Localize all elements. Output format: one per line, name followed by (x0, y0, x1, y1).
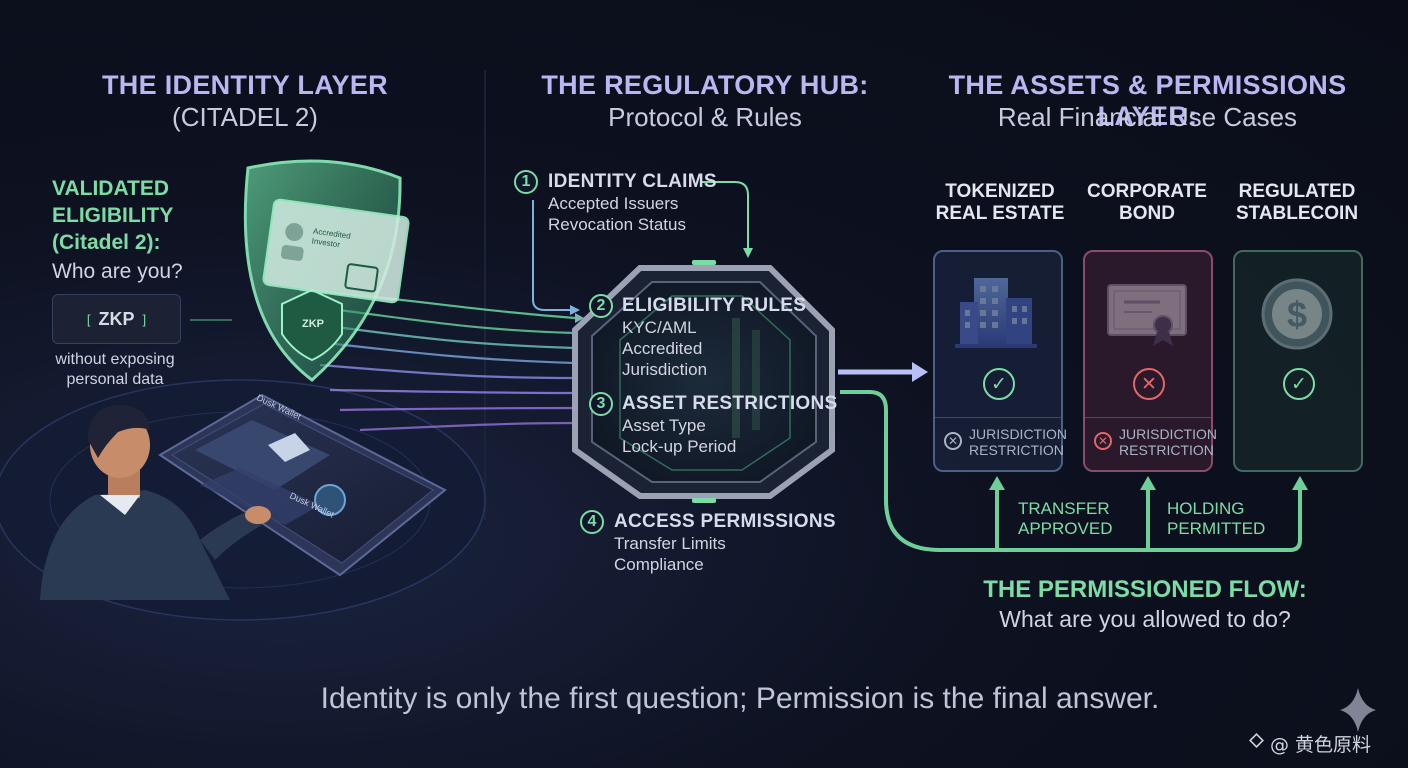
permissioned-flow-question: What are you allowed to do? (999, 606, 1291, 632)
card-divider (935, 417, 1061, 418)
restriction-label: JURISDICTION RESTRICTION (969, 426, 1067, 458)
rule-1-number: 1 (514, 170, 538, 194)
diamond-logo-icon (1249, 733, 1264, 748)
asset-card-real-estate[interactable]: ✓ ✕ JURISDICTION RESTRICTION (933, 250, 1067, 472)
regulatory-hub-subtitle: Protocol & Rules (608, 102, 802, 132)
rule-2-number: 2 (589, 294, 613, 318)
permissioned-flow-title: THE PERMISSIONED FLOW: (983, 576, 1307, 603)
permissioned-flow-path (840, 390, 1302, 552)
check-icon: ✓ (1283, 368, 1315, 400)
who-are-you-question: Who are you? (52, 260, 183, 283)
identity-layer-subtitle: (CITADEL 2) (172, 102, 318, 132)
asset-title-stablecoin: REGULATED STABLECOIN (1235, 181, 1359, 224)
asset-title-real-estate: TOKENIZED REAL ESTATE (935, 181, 1065, 224)
bracket-left-icon: [ (86, 311, 91, 327)
validated-eligibility-heading: VALIDATED ELIGIBILITY (Citadel 2): Who a… (52, 175, 242, 287)
sparkle-icon (1340, 688, 1376, 732)
restriction-x-icon: ✕ (1094, 432, 1112, 450)
zkp-badge: [ ZKP ] (52, 294, 181, 344)
assets-layer-subtitle: Real Financial Use Cases (997, 102, 1298, 132)
footer-tagline: Identity is only the first question; Per… (320, 682, 1160, 715)
rule-3-number: 3 (589, 392, 613, 416)
rule-4-number: 4 (580, 510, 604, 534)
bracket-right-icon: ] (142, 311, 147, 327)
rule-access-permissions: ACCESS PERMISSIONS Transfer Limits Compl… (614, 511, 836, 574)
zkp-note: without exposing personal data (55, 351, 175, 388)
watermark: @ 黄色原料 (1270, 734, 1372, 756)
shield-zkp-label: ZKP (302, 318, 324, 330)
holding-permitted-label: HOLDING PERMITTED (1167, 499, 1266, 538)
transfer-approved-label: TRANSFER APPROVED (1018, 499, 1113, 538)
regulatory-hub-title: THE REGULATORY HUB: (541, 70, 869, 100)
claims-down-arrow (700, 181, 749, 250)
rule-identity-claims: IDENTITY CLAIMS Accepted Issuers Revocat… (548, 171, 717, 234)
rule-eligibility: ELIGIBILITY RULES KYC/AML Accredited Jur… (622, 295, 807, 379)
restriction-x-icon: ✕ (944, 432, 962, 450)
asset-card-corporate-bond[interactable]: ✕ ✕ JURISDICTION RESTRICTION (1083, 250, 1217, 472)
id-card-icon (262, 198, 410, 304)
restriction-label: JURISDICTION RESTRICTION (1119, 426, 1217, 458)
identity-layer-title: THE IDENTITY LAYER (102, 70, 388, 100)
asset-title-corporate-bond: CORPORATE BOND (1087, 181, 1207, 224)
card-divider (1085, 417, 1211, 418)
person-illustration (40, 405, 271, 600)
tablet-device (158, 393, 447, 577)
claims-to-hub-arrow (532, 200, 572, 311)
assets-layer-title: THE ASSETS & PERMISSIONS LAYER: (948, 70, 1347, 131)
deny-x-icon: ✕ (1133, 368, 1165, 400)
check-icon: ✓ (983, 368, 1015, 400)
regulatory-hub-octagon (572, 260, 835, 503)
rule-asset-restrictions: ASSET RESTRICTIONS Asset Type Lock-up Pe… (622, 393, 838, 456)
asset-card-stablecoin[interactable]: ✓ (1233, 250, 1363, 472)
